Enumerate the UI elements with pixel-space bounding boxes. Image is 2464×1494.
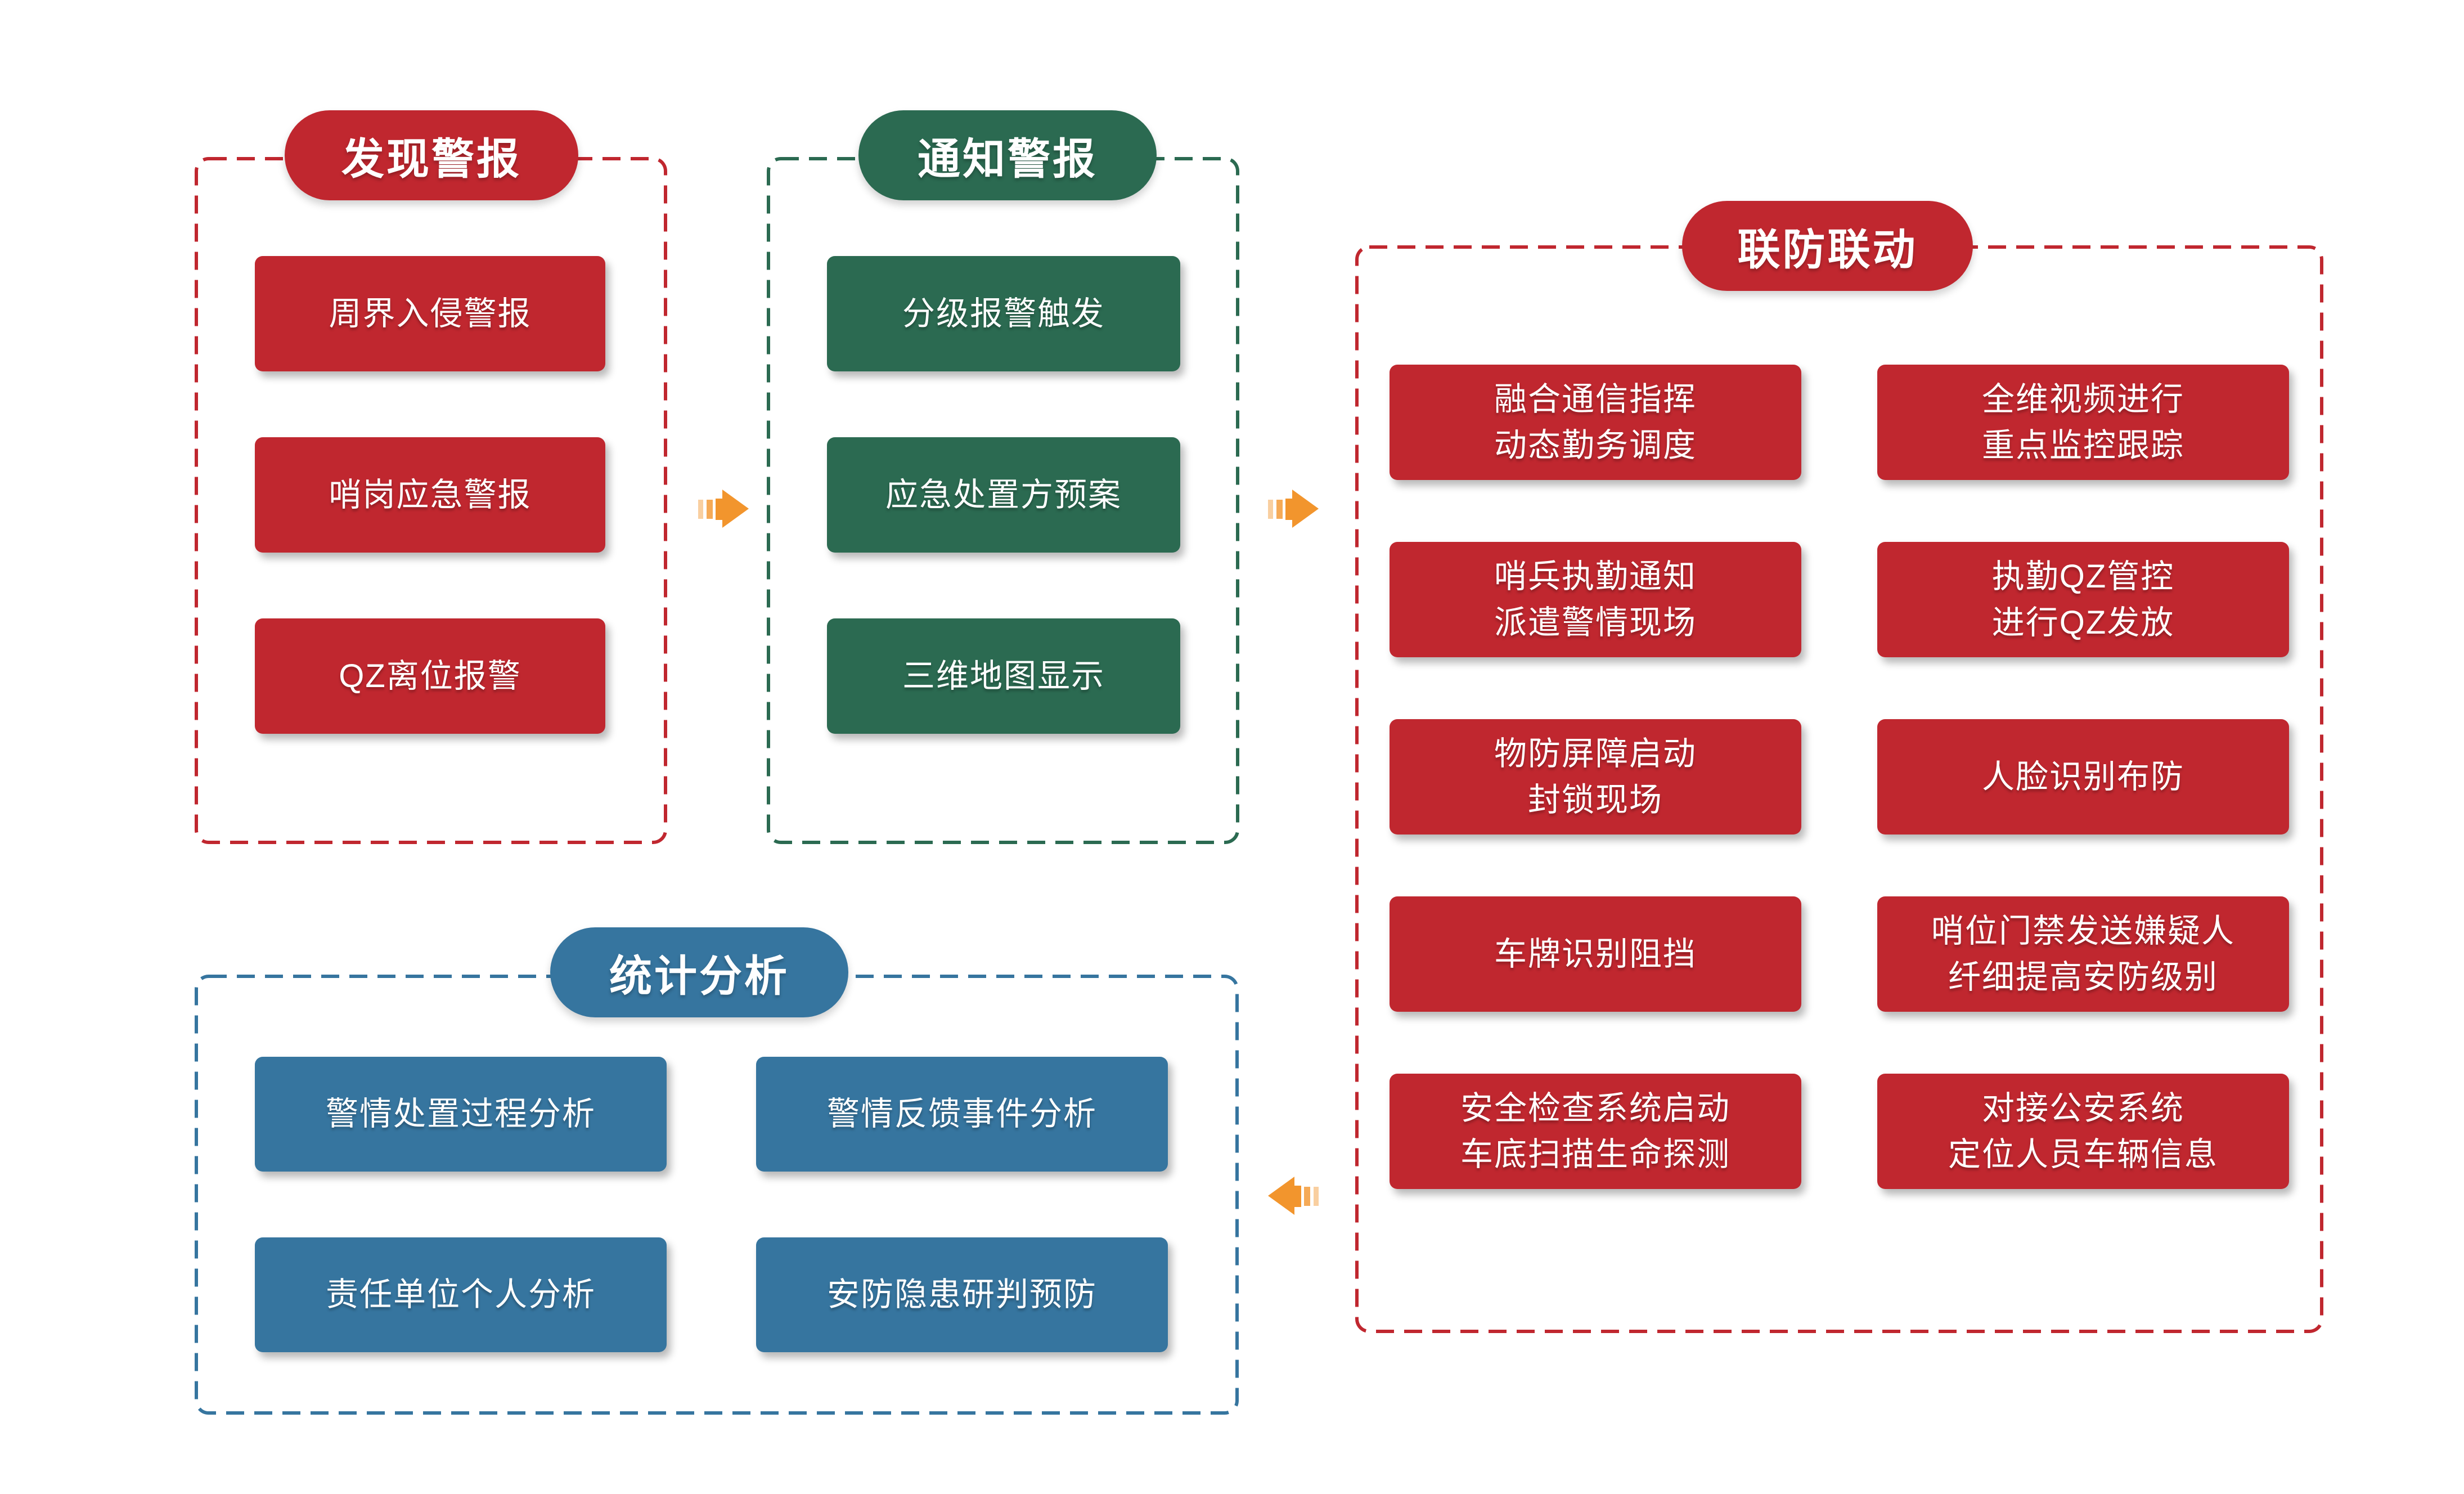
stats-item-label: 安防隐患研判预防 (826, 1276, 1097, 1313)
joint-item: 执勤QZ管控进行QZ发放 (1877, 542, 2289, 657)
joint-item-label: 重点监控跟踪 (1981, 427, 2184, 464)
joint-item-label: 定位人员车辆信息 (1948, 1136, 2218, 1173)
stats-item-label: 警情反馈事件分析 (826, 1096, 1097, 1132)
joint-item: 融合通信指挥动态勤务调度 (1390, 365, 1801, 480)
joint-group-frame (1355, 245, 2323, 1333)
notify-item-label: 分级报警触发 (902, 295, 1105, 332)
joint-item-label: 全维视频进行 (1981, 380, 2184, 418)
joint-item-label: 哨位门禁发送嫌疑人 (1931, 912, 2235, 949)
arrow-discover-to-notify-icon (698, 490, 749, 528)
joint-item-label: 车牌识别阻挡 (1494, 935, 1697, 972)
discover-item: QZ离位报警 (255, 618, 605, 734)
discover-item: 哨岗应急警报 (255, 437, 605, 553)
joint-item-label: 哨兵执勤通知 (1494, 558, 1697, 595)
notify-item: 应急处置方预案 (827, 437, 1180, 553)
discover-item-list: 周界入侵警报哨岗应急警报 QZ离位报警 (255, 256, 605, 734)
stats-item-list: 警情处置过程分析 警情反馈事件分析责任单位个人分析 安防隐患研判预防 (255, 1057, 1168, 1352)
joint-item-label: 车底扫描生命探测 (1460, 1136, 1730, 1173)
joint-item-label: 人脸识别布防 (1981, 758, 2184, 795)
stats-item: 责任单位个人分析 (255, 1237, 667, 1352)
stats-group-header: 统计分析 (550, 927, 848, 1017)
joint-item: 哨兵执勤通知派遣警情现场 (1390, 542, 1801, 657)
joint-item-label: 纤细提高安防级别 (1948, 958, 2218, 995)
stats-item: 警情处置过程分析 (255, 1057, 667, 1172)
arrow-joint-to-stats-icon (1268, 1177, 1319, 1215)
arrow-notify-to-joint-icon (1268, 490, 1319, 528)
notify-group-header: 通知警报 (858, 110, 1157, 200)
joint-item: 安全检查系统启动车底扫描生命探测 (1390, 1074, 1801, 1189)
discover-item-label: 周界入侵警报 (329, 295, 532, 332)
joint-item-label: 封锁现场 (1527, 781, 1663, 818)
stats-item: 警情反馈事件分析 (756, 1057, 1168, 1172)
notify-group-frame (767, 157, 1239, 844)
discover-item-label: QZ离位报警 (339, 657, 521, 694)
joint-item-label: 执勤QZ管控 (1991, 558, 2175, 595)
joint-item: 人脸识别布防 (1877, 719, 2289, 835)
notify-item-label: 三维地图显示 (902, 657, 1105, 694)
joint-item-label: 安全检查系统启动 (1460, 1089, 1730, 1127)
discover-group-header: 发现警报 (285, 110, 578, 200)
joint-group-header: 联防联动 (1682, 201, 1973, 291)
joint-item-list-left: 融合通信指挥动态勤务调度哨兵执勤通知派遣警情现场物防屏障启动封锁现场车牌识别阻挡… (1390, 365, 1801, 1189)
discover-item-label: 哨岗应急警报 (329, 476, 532, 513)
discover-item: 周界入侵警报 (255, 256, 605, 371)
discover-group-frame (195, 157, 667, 844)
joint-item-label: 物防屏障启动 (1494, 735, 1697, 772)
joint-item: 车牌识别阻挡 (1390, 896, 1801, 1012)
joint-item-label: 动态勤务调度 (1494, 427, 1697, 464)
stats-item-label: 警情处置过程分析 (325, 1096, 596, 1132)
joint-item-label: 对接公安系统 (1981, 1089, 2184, 1127)
joint-item: 哨位门禁发送嫌疑人纤细提高安防级别 (1877, 896, 2289, 1012)
joint-item: 物防屏障启动封锁现场 (1390, 719, 1801, 835)
joint-item: 全维视频进行重点监控跟踪 (1877, 365, 2289, 480)
notify-item: 三维地图显示 (827, 618, 1180, 734)
stats-item-label: 责任单位个人分析 (325, 1276, 596, 1313)
joint-item-label: 进行QZ发放 (1991, 604, 2175, 641)
notify-item-label: 应急处置方预案 (885, 476, 1122, 513)
stats-item: 安防隐患研判预防 (756, 1237, 1168, 1352)
joint-item-label: 融合通信指挥 (1494, 380, 1697, 418)
joint-item-label: 派遣警情现场 (1494, 604, 1697, 641)
joint-item: 对接公安系统定位人员车辆信息 (1877, 1074, 2289, 1189)
joint-item-list-right: 全维视频进行重点监控跟踪执勤QZ管控进行QZ发放人脸识别布防哨位门禁发送嫌疑人纤… (1877, 365, 2289, 1189)
notify-item-list: 分级报警触发应急处置方预案三维地图显示 (827, 256, 1180, 734)
notify-item: 分级报警触发 (827, 256, 1180, 371)
